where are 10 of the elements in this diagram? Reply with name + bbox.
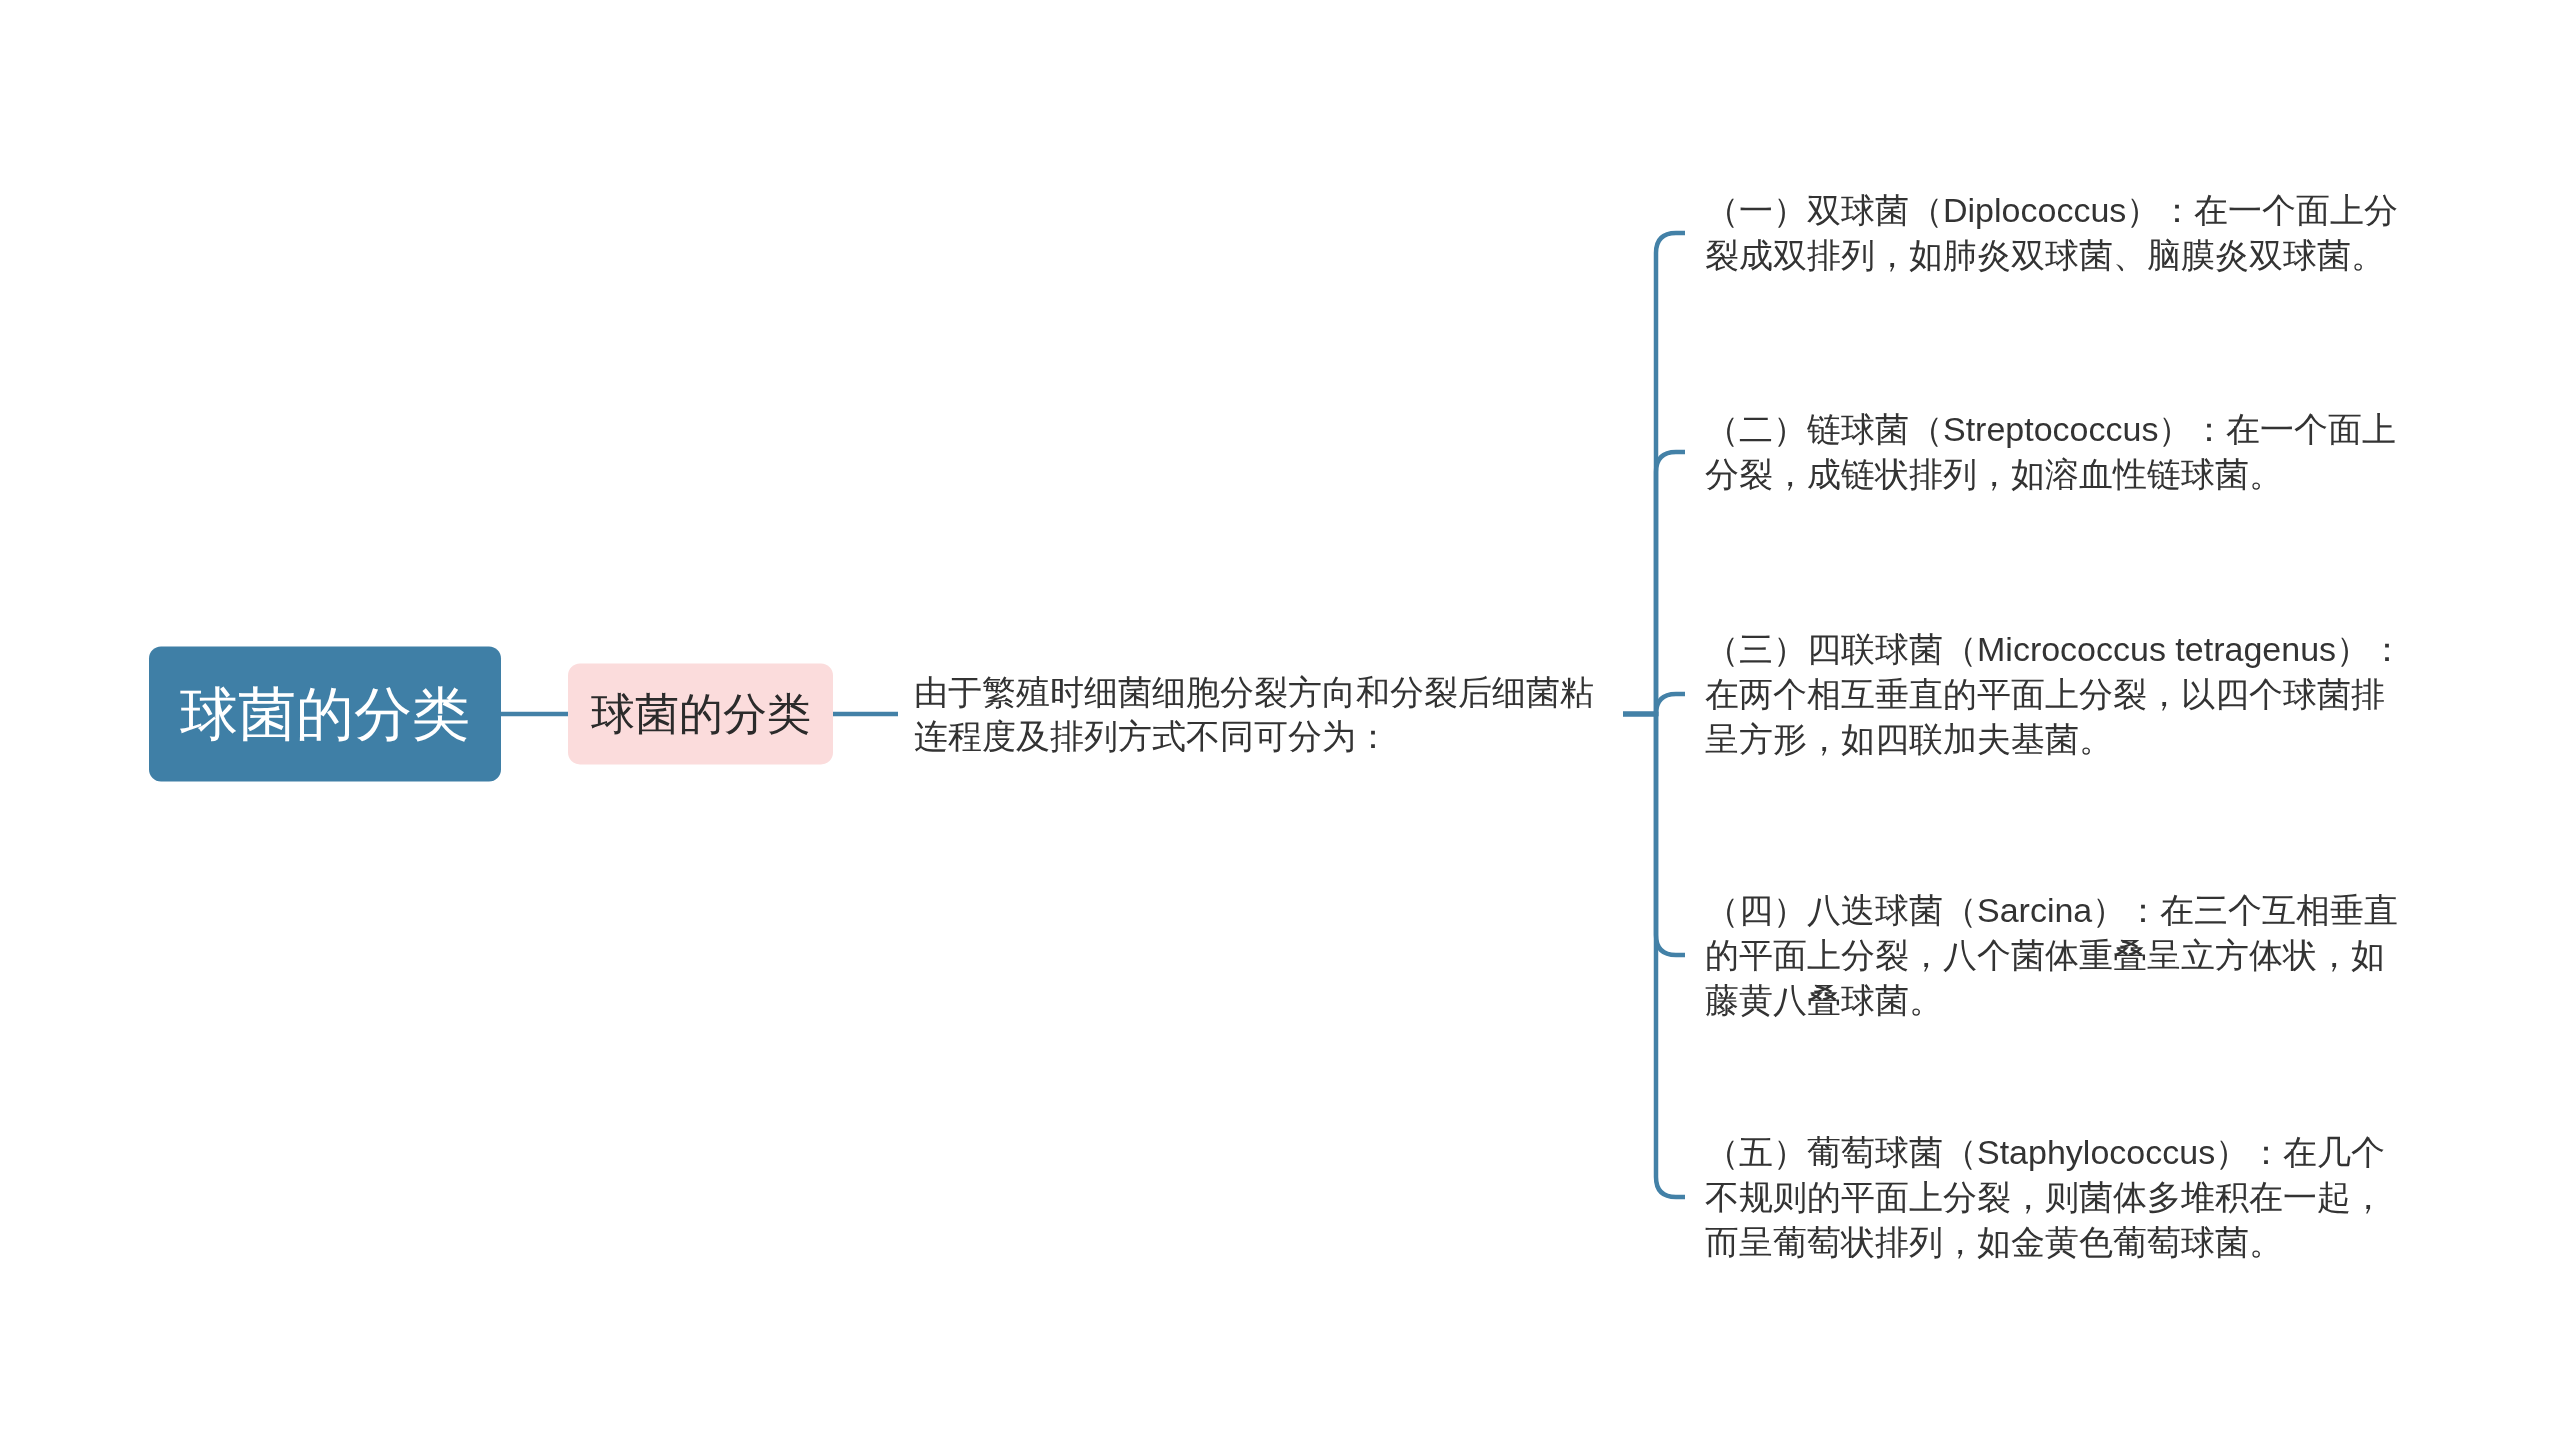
connector-line: [833, 711, 898, 717]
connector-line: [501, 711, 568, 717]
branch-text: （四）八迭球菌（Sarcina）：在三个互相垂直的平面上分裂，八个菌体重叠呈立方体状，如藤黄八叠球菌。: [1685, 887, 2405, 1023]
branch-text: （五）葡萄球菌（Staphylococcus）：在几个不规则的平面上分裂，则菌体多堆积在一起，而呈葡萄状排列，如金黄色葡萄球菌。: [1685, 1129, 2405, 1265]
branch-text: （一）双球菌（Diplococcus）：在一个面上分裂成双排列，如肺炎双球菌、脑膜炎双球菌。: [1685, 188, 2405, 278]
branch-text: （三）四联球菌（Micrococcus tetragenus）：在两个相互垂直的平面上分裂，以四个球菌排呈方形，如四联加夫基菌。: [1685, 626, 2405, 762]
description-text: 由于繁殖时细菌细胞分裂方向和分裂后细菌粘连程度及排列方式不同可分为：: [898, 670, 1623, 758]
topic-box: 球菌的分类: [568, 663, 833, 765]
root-topic-box: 球菌的分类: [149, 646, 501, 782]
branch-text: （二）链球菌（Streptococcus）：在一个面上分裂，成链状排列，如溶血性链球菌。: [1685, 407, 2405, 497]
